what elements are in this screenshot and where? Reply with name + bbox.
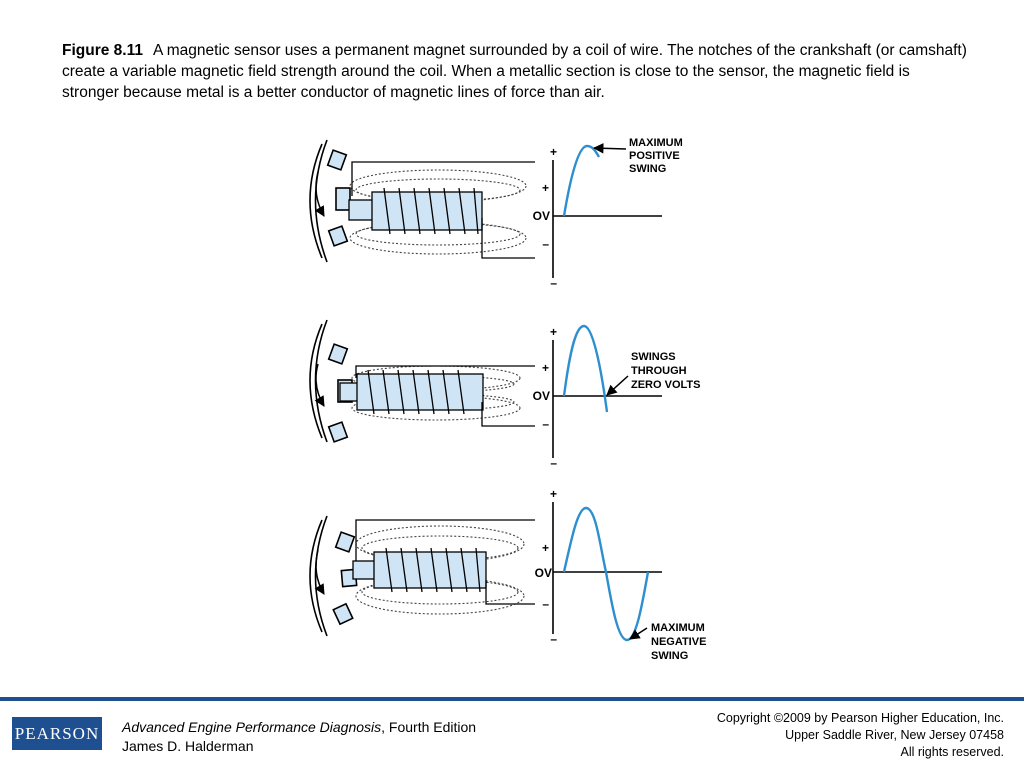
pearson-logo: PEARSON bbox=[12, 717, 102, 750]
rotation-arrow bbox=[314, 549, 325, 595]
svg-text:THROUGH: THROUGH bbox=[631, 365, 687, 377]
book-info: Advanced Engine Performance Diagnosis, F… bbox=[122, 718, 476, 756]
sensor bbox=[339, 369, 484, 415]
book-author: James D. Halderman bbox=[122, 738, 254, 754]
panel-1: + + OV – – MAXIMUM POSITIVE SWING bbox=[309, 137, 683, 290]
svg-text:–: – bbox=[550, 632, 557, 646]
svg-text:MAXIMUM: MAXIMUM bbox=[651, 622, 705, 634]
sensor-leads bbox=[355, 365, 535, 427]
svg-text:–: – bbox=[542, 597, 549, 611]
panel-3: + + OV – – MAXIMUM NEGATIVE SWING bbox=[309, 487, 706, 662]
sensor-leads bbox=[355, 519, 535, 605]
sensor bbox=[348, 187, 483, 235]
axis-upper-plus: + bbox=[542, 181, 549, 195]
svg-text:+: + bbox=[542, 361, 549, 375]
svg-text:–: – bbox=[542, 417, 549, 431]
svg-text:SWING: SWING bbox=[651, 650, 688, 662]
panel-2: + + OV – – SWINGS THROUGH ZERO VOLTS bbox=[309, 319, 700, 470]
reluctor-wheel bbox=[309, 515, 358, 637]
sensor bbox=[352, 547, 487, 593]
svg-text:+: + bbox=[550, 487, 557, 501]
axis-zero-volts: OV bbox=[533, 209, 550, 223]
svg-text:POSITIVE: POSITIVE bbox=[629, 150, 680, 162]
svg-text:+: + bbox=[550, 325, 557, 339]
axis-labels: + + OV – – bbox=[533, 145, 558, 290]
callout-arrow bbox=[592, 143, 627, 154]
svg-text:ZERO VOLTS: ZERO VOLTS bbox=[631, 379, 700, 391]
svg-text:+: + bbox=[542, 541, 549, 555]
axis-lower-minus: – bbox=[542, 237, 549, 251]
rotation-arrow bbox=[314, 363, 325, 407]
axis-top-plus: + bbox=[550, 145, 557, 159]
voltage-axis bbox=[552, 160, 662, 278]
book-title: Advanced Engine Performance Diagnosis bbox=[122, 719, 382, 735]
callout-label: MAXIMUM NEGATIVE SWING bbox=[651, 622, 706, 662]
callout-label: MAXIMUM POSITIVE SWING bbox=[629, 137, 683, 175]
copyright-notice: Copyright ©2009 by Pearson Higher Educat… bbox=[717, 710, 1004, 761]
svg-text:MAXIMUM: MAXIMUM bbox=[629, 137, 683, 149]
svg-text:SWING: SWING bbox=[629, 163, 666, 175]
voltage-axis bbox=[552, 340, 662, 458]
callout-label: SWINGS THROUGH ZERO VOLTS bbox=[631, 351, 700, 391]
caption-text: A magnetic sensor uses a permanent magne… bbox=[62, 42, 967, 101]
callout-arrow bbox=[606, 375, 629, 396]
axis-bottom-minus: – bbox=[550, 276, 557, 290]
svg-text:OV: OV bbox=[535, 566, 552, 580]
copyright-line-2: Upper Saddle River, New Jersey 07458 bbox=[785, 728, 1004, 742]
figure-label: Figure 8.11 bbox=[62, 42, 143, 59]
svg-text:–: – bbox=[550, 456, 557, 470]
book-edition: , Fourth Edition bbox=[381, 719, 477, 735]
footer-divider bbox=[0, 697, 1024, 701]
callout-arrow bbox=[629, 627, 648, 640]
sensor-diagram: + + OV – – MAXIMUM POSITIVE SWING bbox=[309, 137, 706, 662]
reluctor-wheel bbox=[309, 139, 351, 263]
voltage-axis bbox=[552, 502, 662, 634]
copyright-line-1: Copyright ©2009 by Pearson Higher Educat… bbox=[716, 711, 1004, 725]
svg-text:OV: OV bbox=[533, 389, 550, 403]
svg-text:NEGATIVE: NEGATIVE bbox=[651, 636, 706, 648]
svg-text:SWINGS: SWINGS bbox=[631, 351, 676, 363]
copyright-line-3: All rights reserved. bbox=[900, 745, 1004, 759]
voltage-waveform bbox=[562, 506, 650, 642]
sensor-leads bbox=[351, 161, 535, 259]
voltage-waveform bbox=[562, 324, 609, 413]
axis-labels: + + OV – – bbox=[535, 487, 558, 646]
voltage-waveform bbox=[562, 144, 601, 217]
axis-labels: + + OV – – bbox=[533, 325, 558, 470]
rotation-arrow bbox=[314, 171, 325, 217]
